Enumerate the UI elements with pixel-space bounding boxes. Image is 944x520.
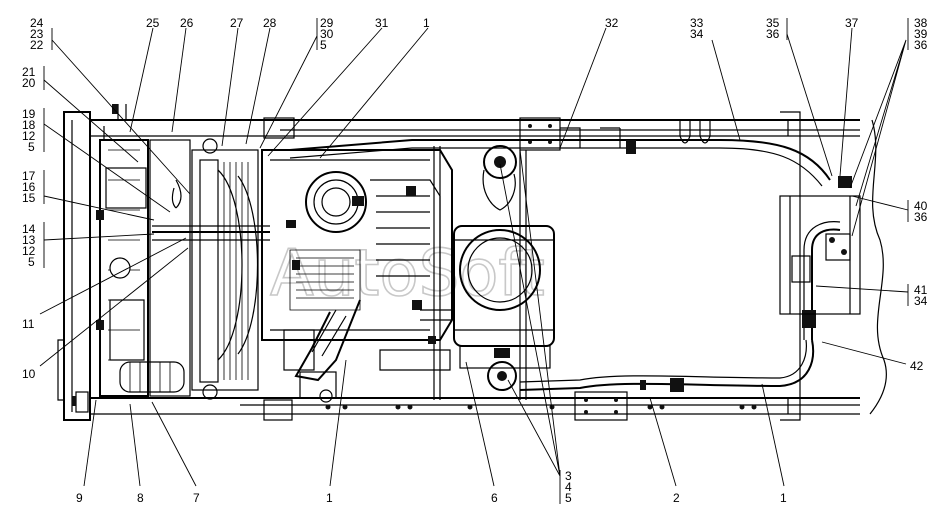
callout-11: 11 xyxy=(22,317,35,331)
callout-25: 25 xyxy=(146,16,160,30)
callout-37: 37 xyxy=(845,16,859,30)
callout-42: 42 xyxy=(910,359,924,373)
callout-2: 2 xyxy=(673,491,680,505)
callout-1-bottom-right: 1 xyxy=(780,491,787,505)
air-filter-canister xyxy=(453,150,555,400)
callout-8: 8 xyxy=(137,491,144,505)
callout-27: 27 xyxy=(230,16,244,30)
callout-28: 28 xyxy=(263,16,277,30)
callout-32: 32 xyxy=(605,16,619,30)
callout-26: 26 xyxy=(180,16,194,30)
callout-31: 31 xyxy=(375,16,389,30)
callout-10: 10 xyxy=(22,367,36,381)
piping xyxy=(289,127,861,400)
callout-9: 9 xyxy=(76,491,83,505)
callout-6: 6 xyxy=(491,491,498,505)
callout-1-bottom-left: 1 xyxy=(326,491,333,505)
leader-lines xyxy=(39,18,909,504)
callout-7: 7 xyxy=(193,491,200,505)
radiator-assembly xyxy=(96,104,270,400)
callout-1-top: 1 xyxy=(423,16,430,30)
